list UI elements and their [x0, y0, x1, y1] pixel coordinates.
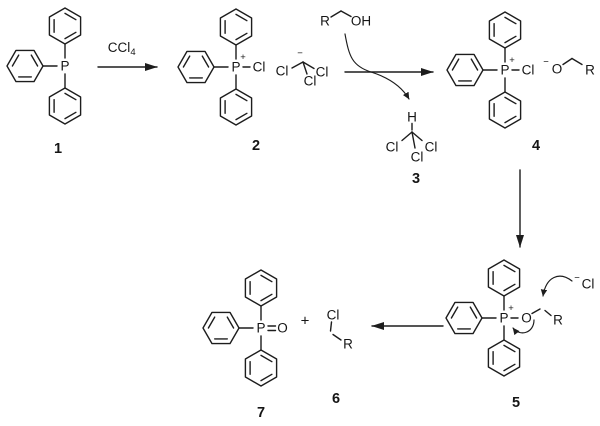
phenyl-ring: [244, 349, 278, 387]
bond: [340, 10, 352, 18]
minus-charge: −: [574, 273, 580, 284]
bond: [411, 131, 423, 142]
bond: [571, 57, 583, 66]
phenyl-ring: [177, 50, 215, 84]
compound-number-1: 1: [54, 141, 62, 157]
phenyl-ring: [488, 91, 522, 129]
atom-label-cl: Cl: [304, 74, 317, 89]
atom-label-cl: Cl: [582, 277, 595, 292]
atom-label-oh: OH: [351, 14, 371, 29]
bond: [329, 321, 333, 332]
atom-label-cl: Cl: [316, 65, 329, 80]
bond: [562, 57, 573, 66]
structure-4-phosphonium-alkoxide: P + Cl − O R 4: [446, 11, 595, 154]
structure-6-alkyl-chloride: Cl R 6: [327, 308, 354, 408]
atom-label-p: P: [231, 60, 240, 75]
phenyl-ring: [48, 7, 82, 45]
atom-label-cl: Cl: [253, 60, 266, 75]
phenyl-ring: [219, 8, 253, 46]
compound-number-3: 3: [412, 171, 420, 187]
atom-label-r: R: [343, 337, 353, 352]
atom-label-cl: Cl: [411, 150, 424, 165]
atom-label-p: P: [256, 321, 265, 336]
structure-3-chloroform: H Cl Cl Cl 3: [386, 110, 438, 188]
atom-label-cl: Cl: [327, 308, 340, 323]
atom-label-cl: Cl: [276, 64, 289, 79]
minus-charge: −: [543, 57, 549, 68]
bond: [302, 61, 315, 70]
atom-label-cl: Cl: [425, 140, 438, 155]
reagent-label-ccl4: CCl: [108, 40, 131, 55]
phenyl-ring: [488, 11, 522, 49]
trichloromethanide-anion: − Cl Cl Cl: [276, 48, 329, 89]
atom-label-r: R: [553, 313, 563, 328]
plus-charge: +: [508, 303, 514, 314]
reagent-subscript: 4: [130, 47, 135, 58]
atom-label-h: H: [407, 110, 417, 125]
structure-5-alkoxyphosphonium: P + O R − Cl 5: [445, 259, 595, 411]
curly-arrow-oc-bond-to-p: [512, 319, 535, 336]
minus-charge: −: [297, 48, 303, 59]
compound-number-7: 7: [257, 405, 265, 421]
phenyl-ring: [244, 269, 278, 307]
bond: [332, 333, 342, 341]
phenyl-ring: [6, 49, 44, 83]
bond: [291, 61, 304, 69]
plus-sign: +: [301, 313, 310, 330]
phenyl-ring: [487, 259, 521, 297]
compound-number-6: 6: [332, 391, 340, 407]
atom-label-r: R: [585, 63, 595, 78]
structure-7-phosphine-oxide: P O 7: [202, 269, 288, 421]
atom-label-o: O: [552, 62, 563, 77]
reaction-arrow-2-4: [344, 33, 434, 100]
substrate-byproduct-curve: [344, 33, 410, 100]
plus-charge: +: [509, 55, 515, 66]
alcohol-r-oh: R OH: [320, 10, 371, 29]
bond: [330, 10, 342, 18]
phenyl-ring: [48, 87, 82, 125]
atom-label-p: P: [500, 63, 509, 78]
bond: [531, 308, 541, 315]
phenyl-ring: [446, 53, 484, 87]
curly-arrow-chloride-attack: [540, 275, 573, 297]
atom-label-p: P: [499, 311, 508, 326]
atom-label-o: O: [521, 311, 532, 326]
bond: [401, 131, 413, 142]
atom-label-p: P: [60, 59, 69, 74]
reaction-arrow-1-2: CCl 4: [97, 40, 158, 71]
compound-number-5: 5: [512, 395, 520, 411]
atom-label-r: R: [320, 14, 330, 29]
atom-label-cl: Cl: [386, 140, 399, 155]
atom-label-o: O: [277, 321, 288, 336]
bond: [302, 61, 308, 75]
compound-number-4: 4: [532, 138, 540, 154]
compound-number-2: 2: [252, 138, 260, 154]
plus-charge: +: [240, 52, 246, 63]
phenyl-ring: [219, 88, 253, 126]
bond: [411, 131, 416, 149]
atom-label-cl: Cl: [522, 63, 535, 78]
phenyl-ring: [445, 301, 483, 335]
structure-2-chlorophosphonium: P + Cl 2: [177, 8, 266, 154]
bond: [544, 309, 552, 317]
structure-1-triphenylphosphine: P 1: [6, 7, 82, 157]
phenyl-ring: [487, 339, 521, 377]
phenyl-ring: [202, 311, 240, 345]
